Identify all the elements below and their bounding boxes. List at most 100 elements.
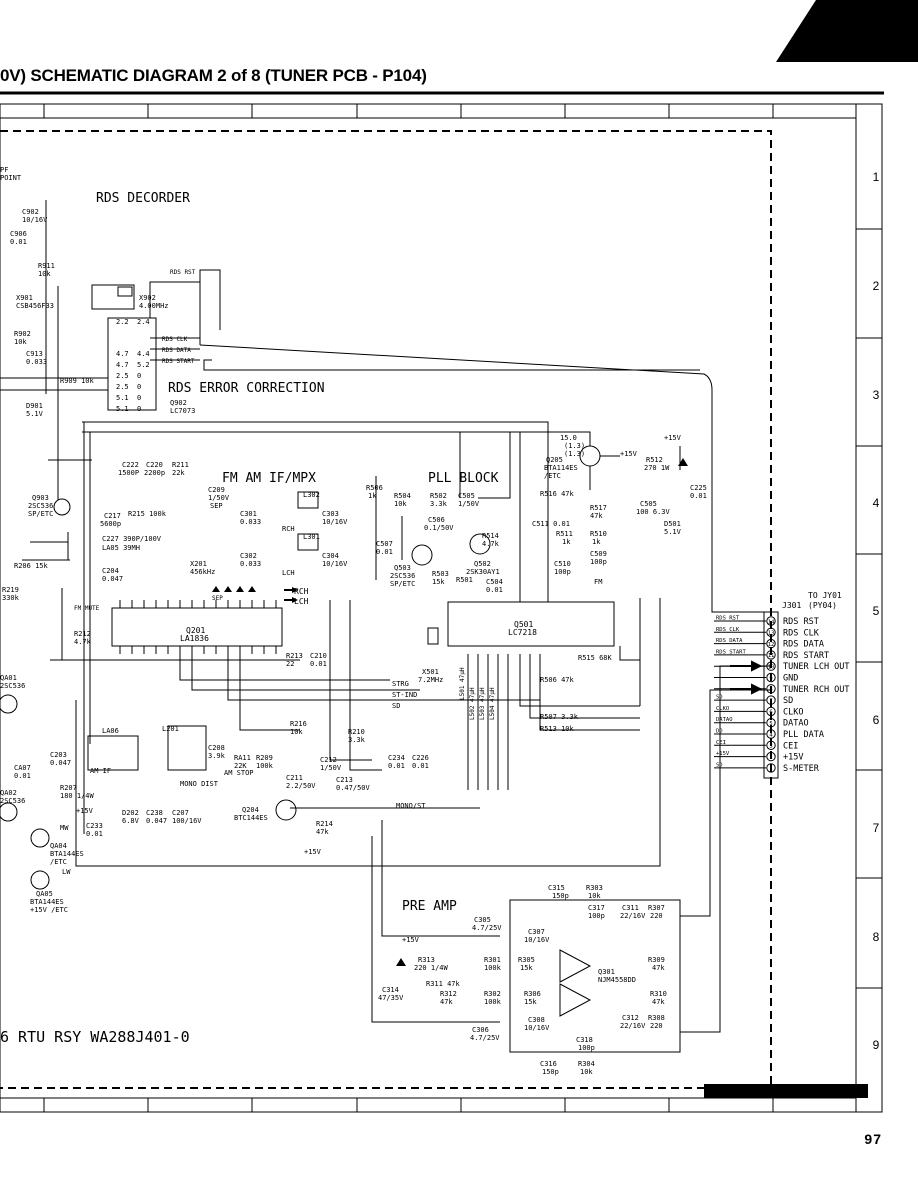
svg-text:MONO DIST: MONO DIST bbox=[180, 780, 219, 788]
svg-text:4.7/25V: 4.7/25V bbox=[472, 924, 502, 932]
svg-text:C308: C308 bbox=[528, 1016, 545, 1024]
svg-text:X501: X501 bbox=[422, 668, 439, 676]
svg-text:C222: C222 bbox=[122, 461, 139, 469]
svg-text:1/50V: 1/50V bbox=[320, 764, 342, 772]
svg-text:4.00MHz: 4.00MHz bbox=[139, 302, 169, 310]
svg-text:7.2MHz: 7.2MHz bbox=[418, 676, 443, 684]
svg-text:CSB456F33: CSB456F33 bbox=[16, 302, 54, 310]
svg-text:150p: 150p bbox=[552, 892, 569, 900]
svg-text:SEP: SEP bbox=[212, 595, 223, 602]
svg-text:C311: C311 bbox=[622, 904, 639, 912]
svg-text:100p: 100p bbox=[578, 1044, 595, 1052]
svg-text:220: 220 bbox=[650, 912, 663, 920]
connector-pin-number: 7 bbox=[769, 698, 772, 704]
svg-text:10k: 10k bbox=[290, 728, 303, 736]
svg-text:ST-IND: ST-IND bbox=[392, 691, 417, 699]
svg-text:2.5: 2.5 bbox=[116, 372, 129, 380]
svg-text:R909 10k: R909 10k bbox=[60, 377, 95, 385]
svg-text:R305: R305 bbox=[518, 956, 535, 964]
svg-text:R516 47k: R516 47k bbox=[540, 490, 575, 498]
svg-text:Q205: Q205 bbox=[546, 456, 563, 464]
svg-text:C203: C203 bbox=[50, 751, 67, 759]
svg-text:R902: R902 bbox=[14, 330, 31, 338]
svg-text:AM STOP: AM STOP bbox=[224, 769, 254, 777]
connector-pin-number: 12 bbox=[768, 642, 775, 648]
svg-text:3.3k: 3.3k bbox=[348, 736, 366, 744]
svg-text:0: 0 bbox=[137, 383, 141, 391]
svg-text:FM MUTE: FM MUTE bbox=[74, 605, 100, 612]
connector-pin bbox=[766, 616, 776, 626]
svg-text:Q501: Q501 bbox=[514, 620, 533, 629]
svg-text:0.01: 0.01 bbox=[388, 762, 405, 770]
svg-text:C505: C505 bbox=[458, 492, 475, 500]
svg-text:X201: X201 bbox=[190, 560, 207, 568]
svg-text:2.5: 2.5 bbox=[116, 383, 129, 391]
svg-text:C303: C303 bbox=[322, 510, 339, 518]
connector-pin bbox=[766, 638, 776, 649]
svg-text:C509: C509 bbox=[590, 550, 607, 558]
svg-text:C209: C209 bbox=[208, 486, 225, 494]
svg-text:+15V: +15V bbox=[76, 807, 94, 815]
svg-text:Q201: Q201 bbox=[186, 626, 205, 635]
svg-text:150p: 150p bbox=[542, 1068, 559, 1076]
svg-text:100/16V: 100/16V bbox=[172, 817, 202, 825]
svg-text:5600p: 5600p bbox=[100, 520, 121, 528]
svg-text:47k: 47k bbox=[652, 998, 665, 1006]
svg-text:1/50V: 1/50V bbox=[458, 500, 480, 508]
svg-text:4.7/25V: 4.7/25V bbox=[470, 1034, 500, 1042]
svg-text:RDS CLK: RDS CLK bbox=[162, 336, 188, 343]
svg-text:180 1/4W: 180 1/4W bbox=[60, 792, 95, 800]
connector-pin-label: SD bbox=[783, 696, 793, 706]
svg-text:Q502: Q502 bbox=[474, 560, 491, 568]
svg-text:RCH: RCH bbox=[282, 525, 295, 533]
svg-text:100 6.3V: 100 6.3V bbox=[636, 508, 671, 516]
svg-text:RCH: RCH bbox=[294, 587, 309, 596]
svg-text:LA1836: LA1836 bbox=[180, 634, 209, 643]
svg-text:L504 47µH: L504 47µH bbox=[489, 687, 496, 720]
svg-text:0.01: 0.01 bbox=[14, 772, 31, 780]
svg-text:Q903: Q903 bbox=[32, 494, 49, 502]
svg-text:SEP: SEP bbox=[210, 502, 223, 510]
svg-text:R209: R209 bbox=[256, 754, 273, 762]
connector-pin bbox=[766, 706, 776, 717]
svg-text:R216: R216 bbox=[290, 720, 307, 728]
svg-text:LW: LW bbox=[62, 868, 71, 876]
svg-text:10/16V: 10/16V bbox=[322, 518, 348, 526]
svg-text:0.01: 0.01 bbox=[310, 660, 327, 668]
connector-pin-label: PLL DATA bbox=[783, 730, 824, 740]
svg-text:LCH: LCH bbox=[282, 569, 295, 577]
svg-text:6.8V: 6.8V bbox=[122, 817, 140, 825]
svg-text:QA05: QA05 bbox=[36, 890, 53, 898]
svg-text:R302: R302 bbox=[484, 990, 501, 998]
svg-text:+15V: +15V bbox=[304, 848, 322, 856]
svg-text:R504: R504 bbox=[394, 492, 411, 500]
svg-text:2SC536: 2SC536 bbox=[0, 682, 25, 690]
svg-text:LA06: LA06 bbox=[102, 727, 119, 735]
svg-text:2200p: 2200p bbox=[144, 469, 165, 477]
svg-text:C913: C913 bbox=[26, 350, 43, 358]
connector-pin-label: GND bbox=[783, 674, 798, 684]
svg-text:RA11: RA11 bbox=[234, 754, 251, 762]
svg-text:220 1/4W: 220 1/4W bbox=[414, 964, 449, 972]
connector-pin bbox=[766, 729, 776, 739]
svg-text:R503: R503 bbox=[432, 570, 449, 578]
svg-text:100p: 100p bbox=[590, 558, 607, 566]
svg-text:C506: C506 bbox=[428, 516, 445, 524]
connector-pin-number: 6 bbox=[769, 710, 772, 716]
svg-text:+15V /ETC: +15V /ETC bbox=[30, 906, 68, 914]
connector-net-label: DO bbox=[716, 729, 723, 735]
svg-text:0.033: 0.033 bbox=[240, 560, 261, 568]
connector-pin bbox=[766, 763, 776, 773]
svg-text:R502: R502 bbox=[430, 492, 447, 500]
svg-text:1/50V: 1/50V bbox=[208, 494, 230, 502]
svg-text:R219: R219 bbox=[2, 586, 19, 594]
svg-text:PLL BLOCK: PLL BLOCK bbox=[428, 471, 499, 486]
svg-text:BTC144ES: BTC144ES bbox=[234, 814, 268, 822]
svg-text:2.4: 2.4 bbox=[137, 318, 150, 326]
svg-text:L301: L301 bbox=[303, 533, 320, 541]
svg-text:/ETC: /ETC bbox=[50, 858, 67, 866]
svg-text:R311 47k: R311 47k bbox=[426, 980, 461, 988]
connector-pin-number: 3 bbox=[769, 744, 772, 750]
svg-text:PF: PF bbox=[0, 166, 8, 174]
svg-text:R215 100k: R215 100k bbox=[128, 510, 167, 518]
